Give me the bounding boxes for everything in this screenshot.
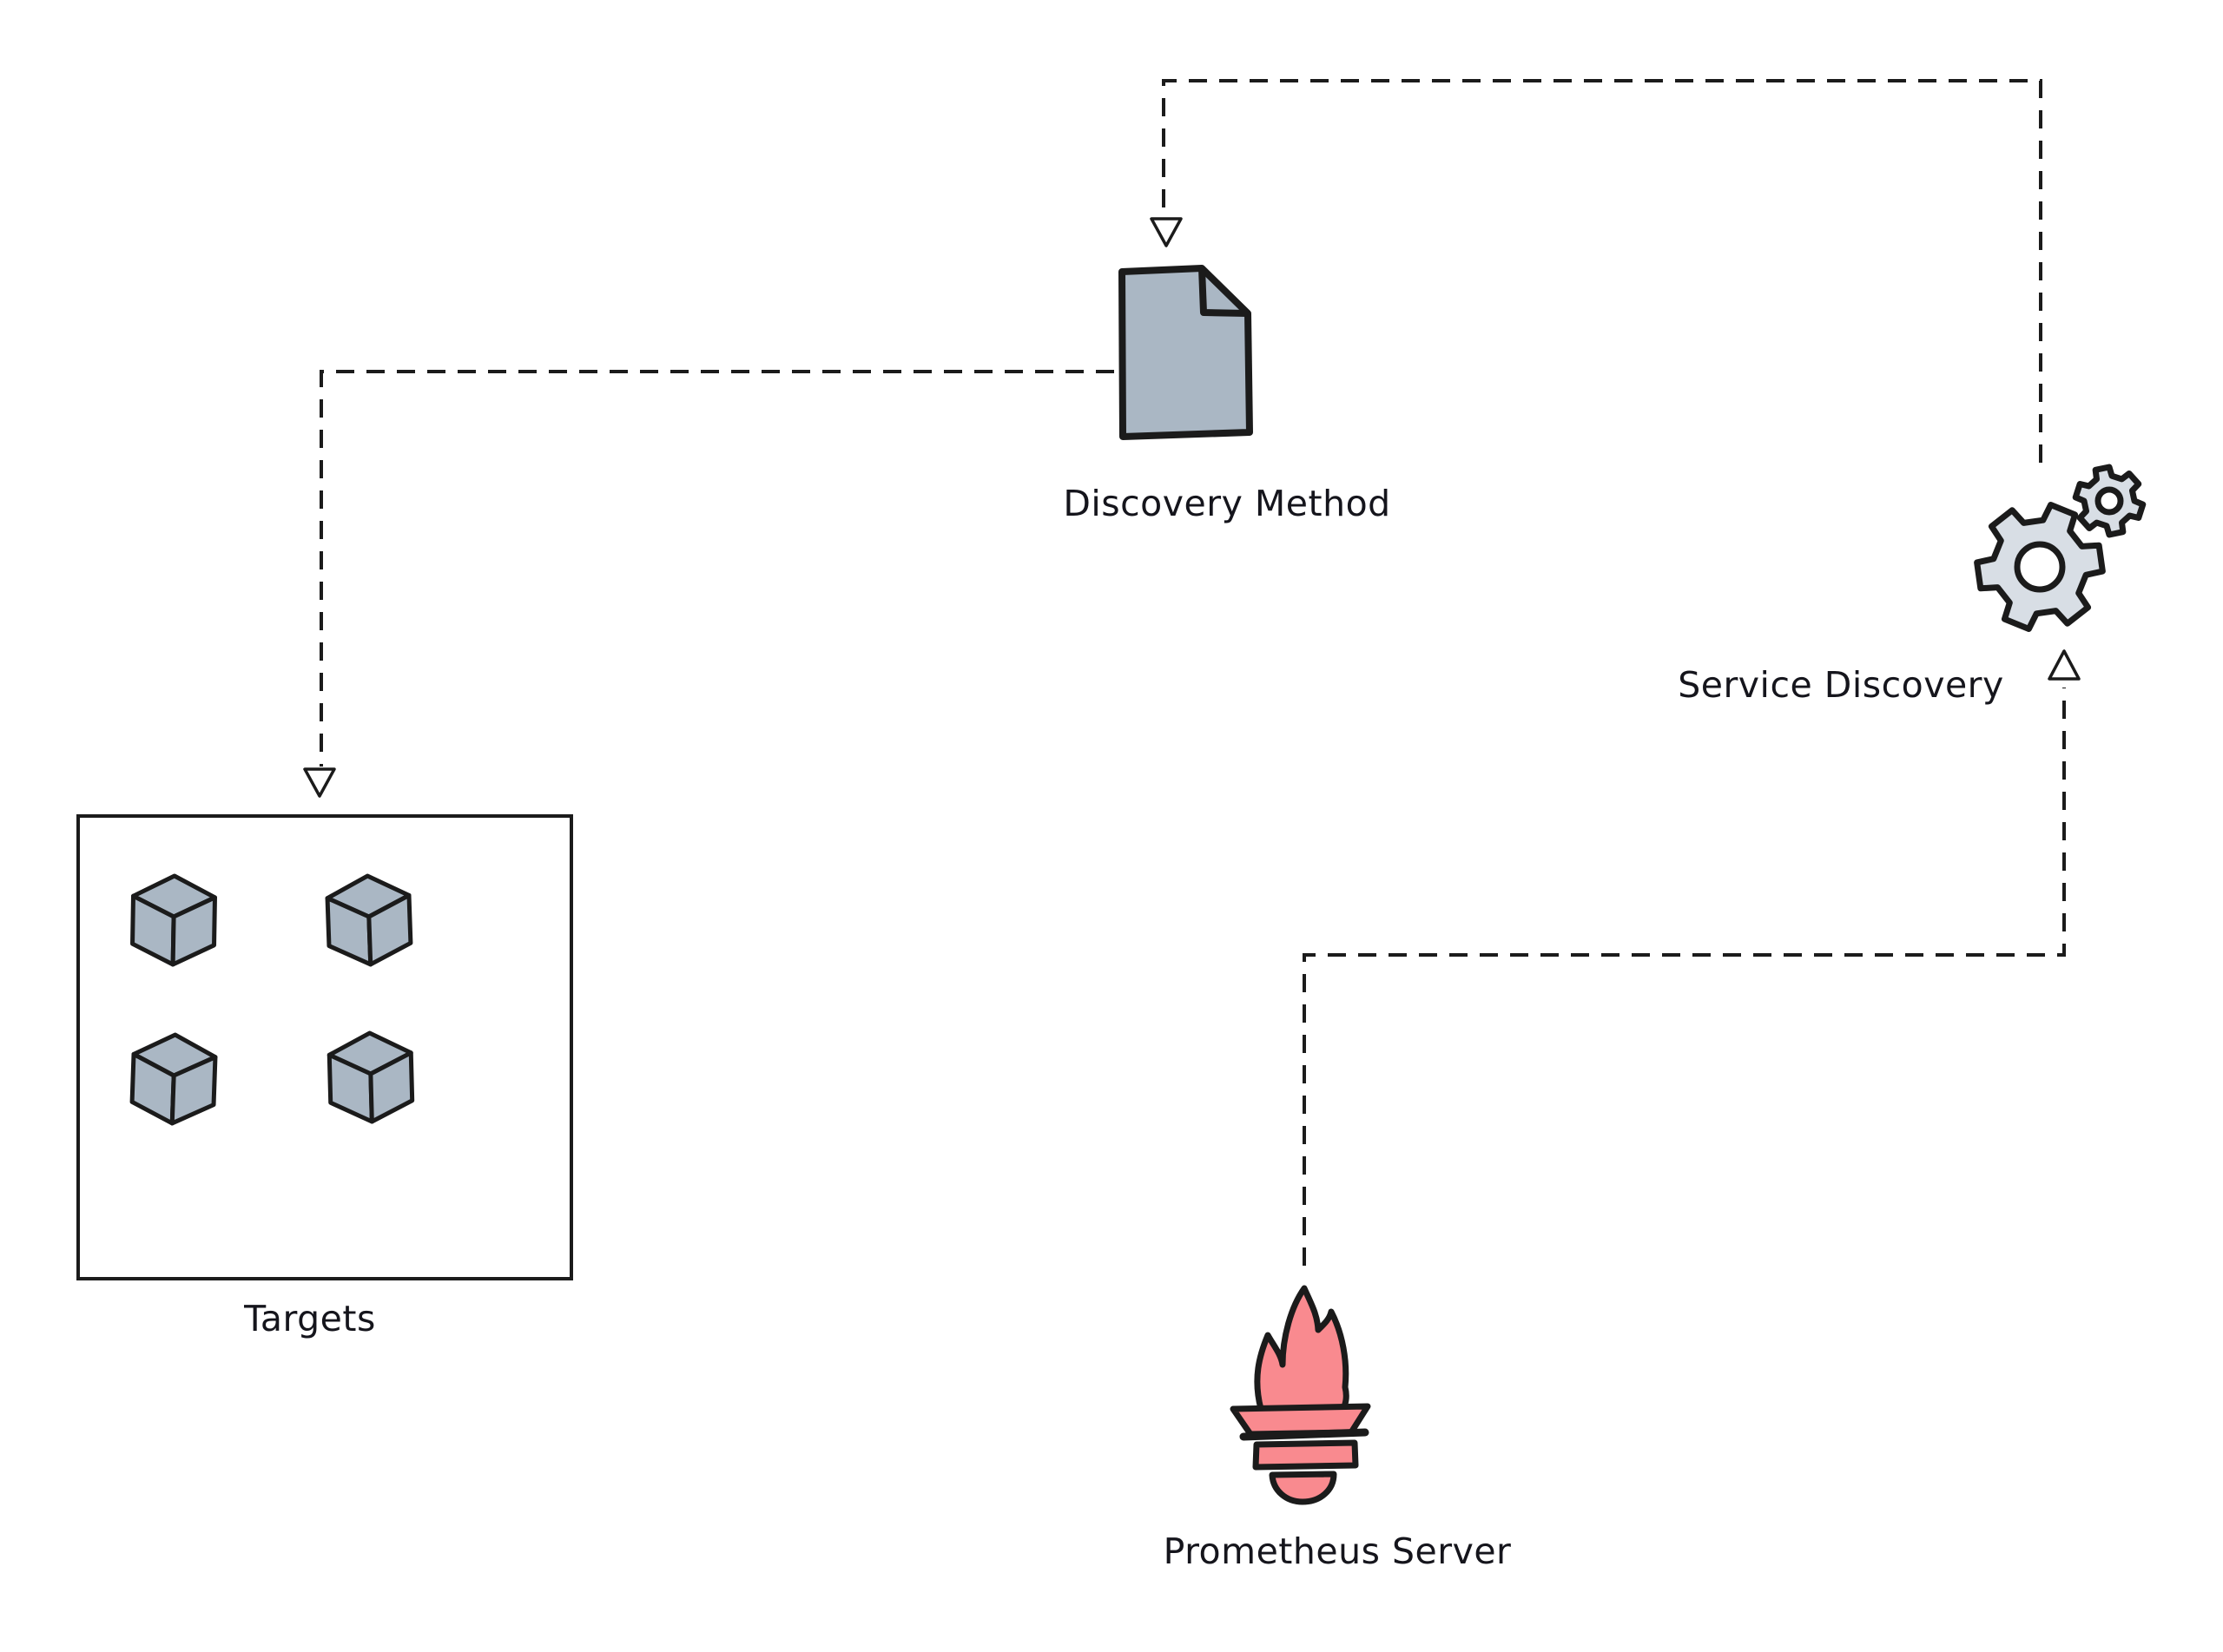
prometheus-torch-icon — [1230, 1285, 1371, 1505]
edge-discovery-method-to-targets — [303, 370, 1114, 798]
service-discovery-label: Service Discovery — [1678, 664, 2004, 706]
targets-box — [76, 814, 573, 1280]
arrowhead-up-icon — [2048, 649, 2081, 681]
gears-icon — [1970, 460, 2151, 635]
edge-prometheus-to-service-discovery — [1303, 649, 2081, 1266]
cube-icon — [327, 1030, 415, 1124]
cube-icon — [129, 1032, 218, 1126]
edge-service-discovery-to-discovery-method — [1150, 79, 2042, 463]
cube-icon — [130, 873, 217, 967]
arrowhead-down-icon — [303, 767, 336, 798]
prometheus-server-label: Prometheus Server — [1163, 1530, 1512, 1572]
document-icon — [1118, 265, 1253, 440]
targets-label: Targets — [244, 1298, 376, 1339]
cube-icon — [325, 873, 413, 967]
discovery-method-label: Discovery Method — [1063, 483, 1391, 524]
arrowhead-down-icon — [1150, 217, 1183, 247]
